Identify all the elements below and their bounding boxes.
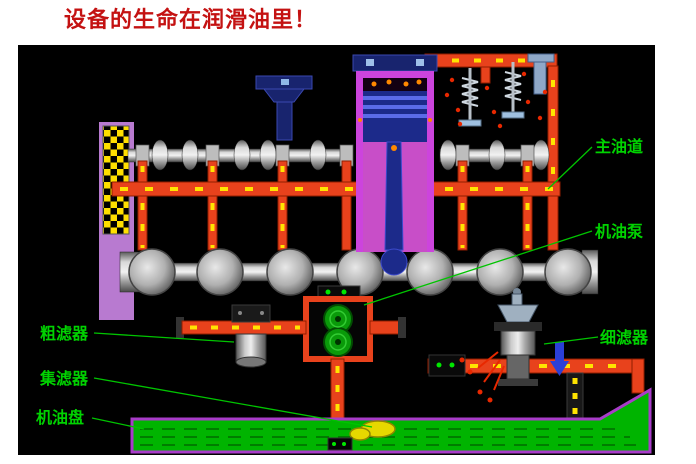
oil-valve <box>428 354 466 377</box>
cam-lobe <box>439 139 457 171</box>
callout-line <box>93 377 373 428</box>
label-oil-pump: 机油泵 <box>595 222 643 241</box>
camshaft-right <box>439 139 550 171</box>
cam-lobe <box>259 139 277 171</box>
coarse-filter <box>231 304 271 368</box>
right-riser-pipe <box>547 65 559 251</box>
crank-web <box>544 248 592 296</box>
cam-lobe <box>181 139 199 171</box>
crank-web <box>406 248 454 296</box>
oil-spray-dots <box>444 71 548 129</box>
camshaft-left <box>127 139 354 171</box>
oil-strainer-pickup <box>349 420 396 441</box>
callout-oil-pan: 机油盘 <box>36 408 145 430</box>
crank-web <box>128 248 176 296</box>
drain-plug <box>327 437 353 451</box>
rod-big-end <box>380 248 408 276</box>
cam-lobe <box>233 139 251 171</box>
callout-line <box>93 332 235 343</box>
crank-web <box>266 248 314 296</box>
top-oil-pipe <box>424 53 559 251</box>
oil-pump <box>303 285 373 362</box>
flow-arrow-icon <box>550 342 569 376</box>
combustion-chamber <box>363 78 427 91</box>
cylinder-head <box>352 54 438 72</box>
return-pipe <box>566 372 584 421</box>
main-oil-gallery <box>111 181 561 197</box>
valve-assembly <box>444 53 555 129</box>
callout-oil-pump: 机油泵 <box>363 222 643 306</box>
cam-lobe <box>309 139 327 171</box>
connecting-rod <box>384 141 404 251</box>
cylinder-wall <box>356 71 363 252</box>
cylinder-wall <box>427 71 434 252</box>
label-oil-strainer: 集滤器 <box>39 369 89 388</box>
oil-pan <box>130 387 652 454</box>
callout-coarse-filter: 粗滤器 <box>40 324 235 343</box>
page-title: 设备的生命在润滑油里！ <box>64 7 318 32</box>
oil-branch-pipes-down <box>137 195 533 251</box>
oil-branch-pipes-up <box>137 160 533 184</box>
engine-mount <box>255 75 313 141</box>
callout-line <box>363 230 593 306</box>
label-coarse-filter: 粗滤器 <box>40 324 89 343</box>
cam-lobe <box>151 139 169 171</box>
crank-web <box>476 248 524 296</box>
callout-fine-filter: 细滤器 <box>543 328 649 347</box>
callout-oil-strainer: 集滤器 <box>39 369 373 428</box>
callout-line <box>543 336 599 345</box>
oil-spray-dots <box>459 351 505 403</box>
crank-web <box>196 248 244 296</box>
label-main-oil-gallery: 主油道 <box>595 137 643 156</box>
label-oil-pan: 机油盘 <box>36 408 84 427</box>
callout-line <box>547 146 593 190</box>
cam-lobe <box>532 139 550 171</box>
cam-lobe <box>488 139 506 171</box>
callout-line <box>91 417 145 430</box>
label-fine-filter: 细滤器 <box>600 328 649 347</box>
cylinder-piston <box>352 54 438 276</box>
fine-filter <box>459 288 542 403</box>
callout-main-oil-gallery: 主油道 <box>547 137 643 190</box>
crankshaft <box>119 248 599 296</box>
